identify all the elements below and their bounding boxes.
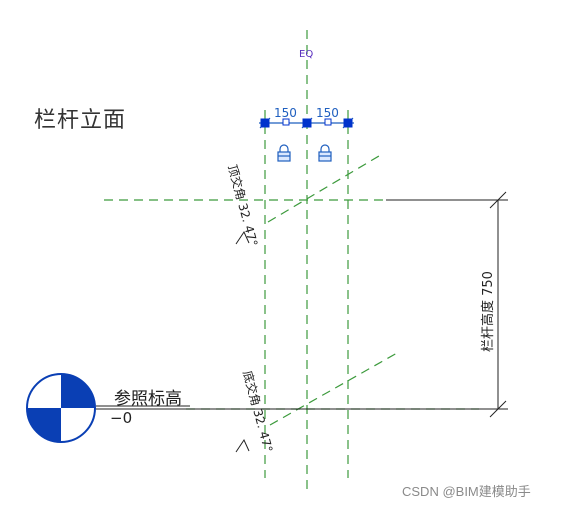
ref-plane-bottom-slope[interactable] bbox=[269, 352, 398, 426]
bottom-angle-marker bbox=[235, 438, 250, 453]
railing-height-label: 栏杆高度 750 bbox=[480, 271, 496, 352]
grip-handle[interactable] bbox=[302, 118, 312, 128]
grip-handle[interactable] bbox=[343, 118, 353, 128]
level-lines bbox=[96, 199, 508, 410]
ref-plane-top-slope[interactable] bbox=[267, 152, 385, 223]
dimension-grips bbox=[260, 118, 353, 128]
top-angle-marker bbox=[235, 230, 250, 245]
grip-handle[interactable] bbox=[324, 118, 332, 126]
eq-label[interactable]: EQ bbox=[299, 49, 313, 60]
level-elevation[interactable]: −0 bbox=[110, 409, 133, 427]
reference-planes bbox=[104, 30, 479, 492]
view-title: 栏杆立面 bbox=[34, 108, 127, 133]
top-angle-label[interactable]: 顶交角 32. 47° bbox=[225, 163, 261, 248]
level-name[interactable]: 参照标高 bbox=[114, 389, 182, 409]
level-head-icon[interactable] bbox=[26, 373, 96, 443]
lock-icon[interactable] bbox=[318, 144, 332, 162]
bottom-angle-label[interactable]: 底交角 32. 47° bbox=[240, 369, 276, 454]
grip-handle[interactable] bbox=[260, 118, 270, 128]
watermark: CSDN @BIM建模助手 bbox=[402, 484, 531, 499]
dimension-value-left[interactable]: 150 bbox=[274, 106, 297, 120]
railing-height-dimension[interactable] bbox=[489, 191, 507, 418]
lock-icon[interactable] bbox=[277, 144, 291, 162]
dimension-value-right[interactable]: 150 bbox=[316, 106, 339, 120]
grip-handle[interactable] bbox=[282, 118, 290, 126]
